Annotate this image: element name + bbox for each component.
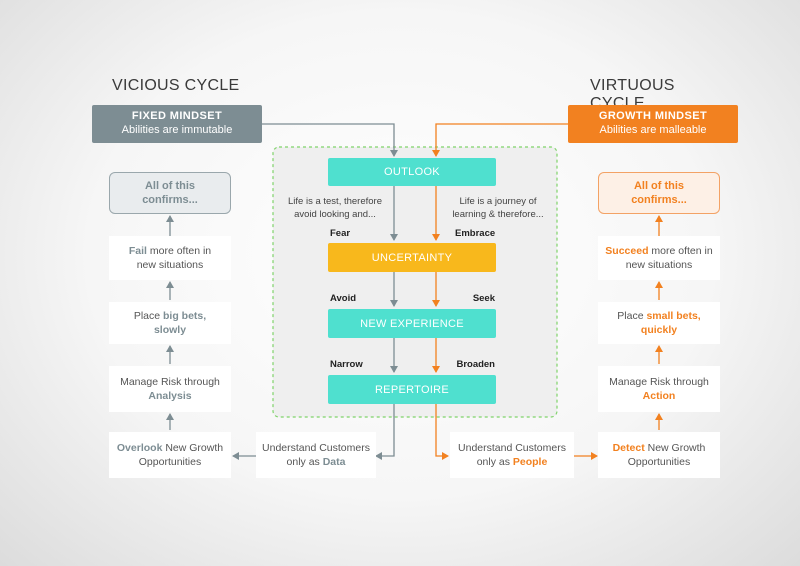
small-bets-text: Place — [617, 310, 647, 322]
repertoire-box: REPERTOIRE — [328, 375, 496, 404]
overlook-box: Overlook New Growth Opportunities — [109, 432, 231, 478]
fixed-outlook-note: Life is a test, therefore avoid looking … — [276, 195, 394, 221]
repertoire-to-people-arrow — [435, 404, 449, 460]
embrace-label: Embrace — [455, 228, 496, 239]
detect-strong: Detect — [612, 442, 645, 454]
succeed-box: Succeed more often in new situations — [598, 236, 720, 280]
customers-people-box: Understand Customers only as People — [450, 432, 574, 478]
growth-mindset-subtitle: Abilities are malleable — [599, 124, 707, 136]
action-strong: Action — [642, 390, 676, 402]
fixed-outlook-note-2: avoid looking and... — [294, 209, 376, 220]
broaden-label: Broaden — [456, 359, 495, 370]
analysis-text: Manage Risk through — [120, 376, 220, 388]
customers-people-text-2: only as — [476, 456, 513, 468]
big-bets-box: Place big bets, slowly — [109, 302, 231, 344]
virtuous-confirms-text: All of this confirms... — [631, 180, 687, 206]
customers-data-text-1: Understand Customers — [262, 442, 370, 454]
customers-data-strong: Data — [322, 456, 346, 468]
customers-data-box: Understand Customers only as Data — [256, 432, 376, 478]
fixed-mindset-title: FIXED MINDSET — [131, 110, 223, 122]
action-text: Manage Risk through — [609, 376, 709, 388]
fail-box: Fail more often in new situations — [109, 236, 231, 280]
small-bets-strong-2: quickly — [640, 324, 678, 336]
growth-mindset-title: GROWTH MINDSET — [598, 110, 708, 122]
small-bets-box: Place small bets, quickly — [598, 302, 720, 344]
big-bets-strong-1: big bets, — [163, 310, 207, 322]
detect-box: Detect New Growth Opportunities — [598, 432, 720, 478]
customers-people-text-1: Understand Customers — [458, 442, 566, 454]
growth-to-outlook-arrow — [432, 123, 568, 157]
vicious-cycle-title: VICIOUS CYCLE — [112, 77, 240, 94]
action-box: Manage Risk through Action — [598, 366, 720, 412]
customers-data-text-2: only as — [286, 456, 323, 468]
growth-outlook-note: Life is a journey of learning & therefor… — [438, 195, 558, 221]
growth-outlook-note-2: learning & therefore... — [452, 209, 544, 220]
fear-label: Fear — [330, 228, 351, 239]
overlook-text-1: New Growth — [162, 442, 224, 454]
small-bets-strong-1: small bets, — [646, 310, 701, 322]
fail-text-1: more often in — [146, 245, 212, 257]
outlook-box: OUTLOOK — [328, 158, 496, 186]
customers-people-strong: People — [512, 456, 548, 468]
growth-outlook-note-1: Life is a journey of — [459, 196, 537, 207]
uncertainty-box: UNCERTAINTY — [328, 243, 496, 272]
avoid-label: Avoid — [330, 293, 357, 304]
new-experience-box: NEW EXPERIENCE — [328, 309, 496, 338]
fixed-mindset-subtitle: Abilities are immutable — [121, 124, 233, 136]
big-bets-strong-2: slowly — [153, 324, 187, 336]
detect-text-1: New Growth — [644, 442, 706, 454]
vicious-confirms-text: All of this confirms... — [142, 180, 198, 206]
narrow-label: Narrow — [330, 359, 363, 370]
succeed-text-2: new situations — [625, 259, 693, 271]
analysis-strong: Analysis — [148, 390, 192, 402]
virtuous-confirms-box: All of this confirms... — [598, 172, 720, 214]
fixed-outlook-note-1: Life is a test, therefore — [288, 196, 382, 207]
succeed-strong: Succeed — [605, 245, 649, 257]
growth-mindset-box: GROWTH MINDSET Abilities are malleable — [568, 105, 738, 143]
fail-strong: Fail — [128, 245, 147, 257]
fixed-to-outlook-arrow — [262, 123, 398, 157]
overlook-text-2: Opportunities — [138, 456, 202, 468]
fail-text-2: new situations — [136, 259, 204, 271]
seek-label: Seek — [472, 293, 495, 304]
analysis-box: Manage Risk through Analysis — [109, 366, 231, 412]
succeed-text-1: more often in — [648, 245, 713, 257]
vicious-confirms-box: All of this confirms... — [109, 172, 231, 214]
center-panel — [272, 146, 558, 418]
fixed-mindset-box: FIXED MINDSET Abilities are immutable — [92, 105, 262, 143]
big-bets-text: Place — [133, 310, 163, 322]
detect-text-2: Opportunities — [627, 456, 691, 468]
overlook-strong: Overlook — [116, 442, 163, 454]
repertoire-to-data-arrow — [375, 404, 395, 460]
